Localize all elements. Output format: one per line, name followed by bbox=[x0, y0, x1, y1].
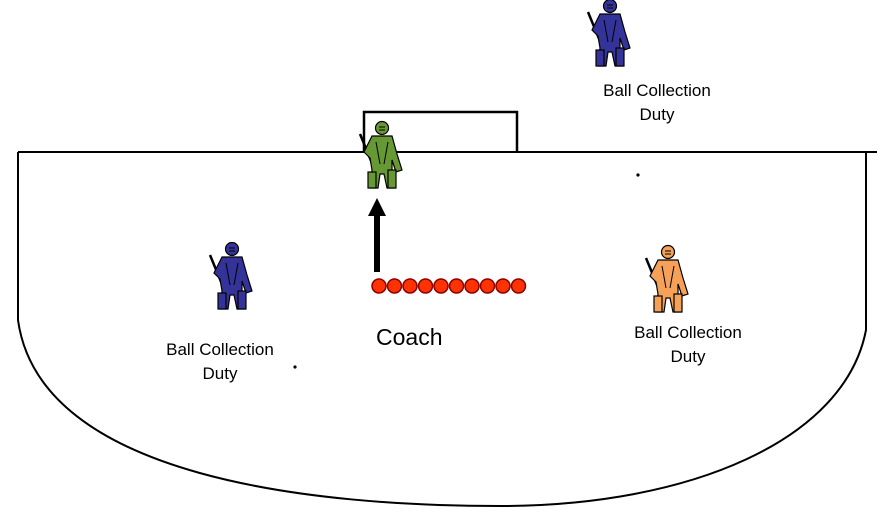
hockey-ball bbox=[448, 278, 465, 294]
ball-collector-left-player bbox=[208, 241, 254, 311]
hockey-ball bbox=[464, 278, 480, 294]
label-line-2: Duty bbox=[202, 364, 238, 383]
hockey-ball bbox=[371, 278, 387, 294]
label-line-1: Ball Collection bbox=[166, 340, 274, 359]
shooting-circle bbox=[17, 152, 867, 508]
hockey-ball bbox=[433, 278, 449, 294]
hockey-ball bbox=[510, 278, 527, 294]
pass-arrow-head bbox=[368, 198, 386, 216]
goalkeeper-player bbox=[358, 120, 404, 190]
ball-row bbox=[371, 278, 527, 294]
position-dot-right bbox=[636, 173, 640, 177]
ball-collection-label-right: Ball Collection Duty bbox=[620, 321, 756, 369]
position-dot-left bbox=[293, 365, 297, 369]
goal bbox=[362, 110, 519, 152]
label-line-2: Duty bbox=[639, 105, 675, 124]
coach-label: Coach bbox=[376, 324, 443, 350]
label-line-1: Ball Collection bbox=[603, 81, 711, 100]
ball-collector-right-player bbox=[644, 244, 690, 314]
hockey-ball bbox=[495, 278, 511, 294]
ball-collection-label-top-right: Ball Collection Duty bbox=[592, 79, 722, 127]
ball-collection-label-left: Ball Collection Duty bbox=[152, 338, 288, 386]
hockey-ball bbox=[402, 278, 418, 294]
ball-collector-top-right-player bbox=[586, 0, 632, 68]
label-line-2: Duty bbox=[670, 347, 706, 366]
label-line-1: Ball Collection bbox=[634, 323, 742, 342]
hockey-ball bbox=[479, 278, 496, 294]
hockey-ball bbox=[386, 278, 403, 294]
hockey-ball bbox=[417, 278, 434, 294]
